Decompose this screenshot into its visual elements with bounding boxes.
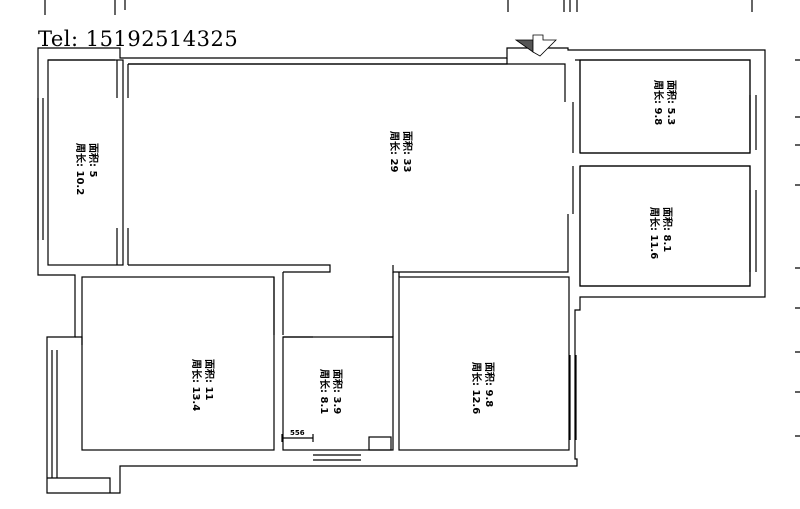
outer-wall <box>37 47 766 494</box>
bath-room <box>282 336 394 451</box>
se-room <box>398 276 570 451</box>
telephone-label: Tel: 15192514325 <box>38 27 239 51</box>
living-room <box>128 63 574 273</box>
sw-room <box>81 276 275 451</box>
west-room <box>47 59 124 266</box>
bath-fixture <box>368 436 392 451</box>
windows <box>37 95 757 478</box>
entrance-arrow-icon <box>514 34 557 57</box>
dimension-label: 556 <box>290 429 305 437</box>
